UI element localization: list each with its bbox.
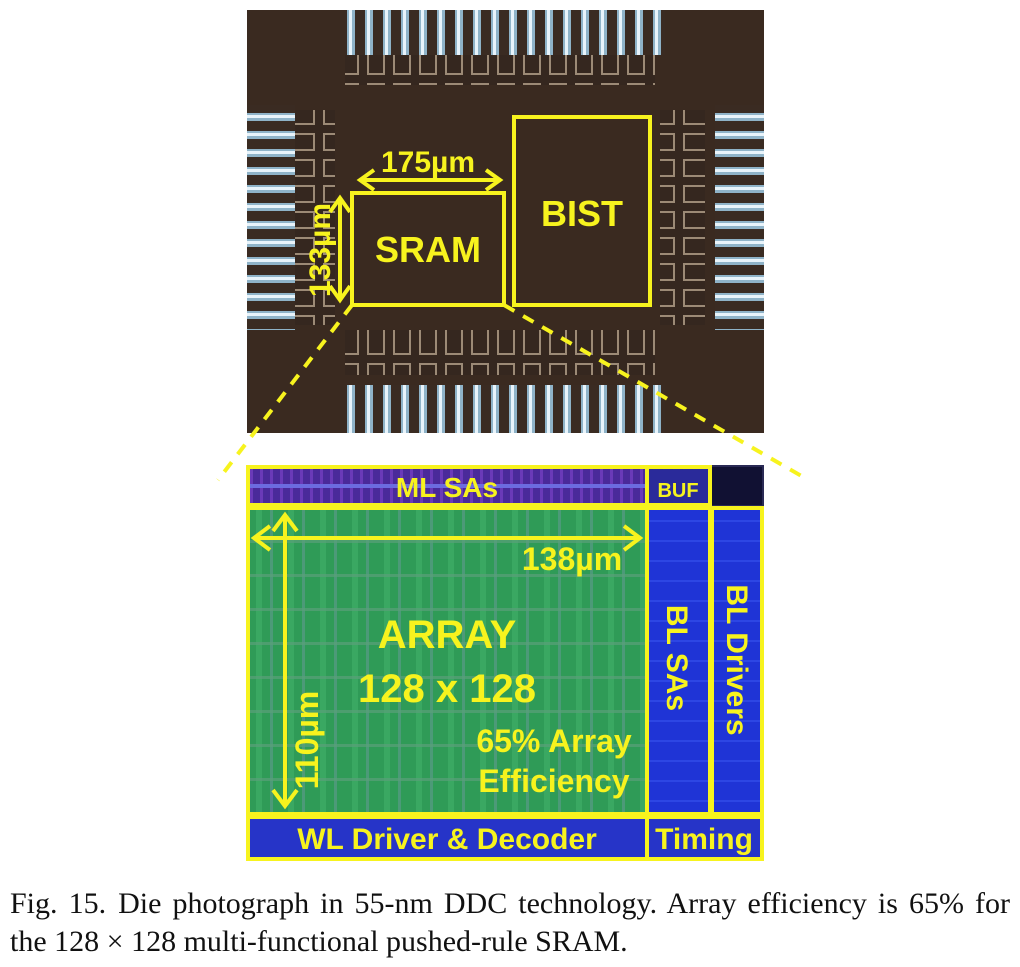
efficiency-line1: 65% Array bbox=[476, 723, 632, 759]
figure-caption: Fig. 15.Die photograph in 55-nm DDC tech… bbox=[10, 885, 1010, 961]
zoom-lines bbox=[216, 303, 806, 482]
sram-height-arrow bbox=[328, 194, 352, 304]
left-pins bbox=[247, 105, 295, 330]
left-pads bbox=[295, 110, 335, 325]
die-photo: SRAM BIST 175µm 133µm bbox=[247, 10, 764, 433]
array-width-label: 138µm bbox=[522, 541, 622, 577]
bl-sas-label: BL SAs bbox=[660, 605, 693, 711]
sram-label: SRAM bbox=[375, 229, 481, 270]
array-label: ARRAY bbox=[378, 613, 517, 657]
ml-sas-block bbox=[246, 465, 649, 507]
bl-drivers-block bbox=[710, 506, 764, 816]
bl-sas-block bbox=[645, 506, 712, 816]
array-block bbox=[246, 506, 649, 816]
top-pins bbox=[345, 10, 665, 55]
array-width-arrow bbox=[250, 524, 644, 552]
timing-block bbox=[645, 815, 764, 861]
layout-zoom: ML SAs BUF ARRAY 128 x 128 65% Array Eff… bbox=[246, 465, 764, 861]
efficiency-line2: Efficiency bbox=[478, 763, 629, 799]
figure: SRAM BIST 175µm 133µm ML SAs BUF ARRAY 1… bbox=[216, 10, 806, 861]
array-height-label: 110µm bbox=[289, 691, 325, 790]
caption-text: Die photograph in 55-nm DDC technology. … bbox=[10, 887, 1010, 958]
right-pins bbox=[715, 105, 764, 330]
bist-label: BIST bbox=[541, 193, 623, 234]
sram-block bbox=[350, 191, 506, 307]
bottom-pins bbox=[345, 385, 665, 433]
wl-driver-label: WL Driver & Decoder bbox=[297, 823, 597, 856]
buf-block bbox=[645, 465, 712, 507]
figure-number: Fig. 15. bbox=[10, 887, 107, 920]
sram-width-label: 175µm bbox=[381, 146, 475, 179]
right-pads bbox=[660, 110, 705, 325]
top-pads bbox=[345, 55, 655, 85]
bottom-pads bbox=[345, 330, 655, 375]
bl-drivers-label: BL Drivers bbox=[720, 584, 753, 735]
corner-block bbox=[712, 467, 762, 505]
timing-label: Timing bbox=[655, 823, 753, 856]
bist-block bbox=[512, 115, 652, 307]
array-size-label: 128 x 128 bbox=[358, 667, 536, 711]
wl-driver-block bbox=[246, 815, 649, 861]
ml-sas-label: ML SAs bbox=[396, 472, 498, 503]
buf-label: BUF bbox=[657, 480, 698, 502]
sram-height-label: 133µm bbox=[304, 203, 337, 297]
sram-width-arrow bbox=[356, 168, 504, 192]
array-height-arrow bbox=[271, 511, 299, 810]
